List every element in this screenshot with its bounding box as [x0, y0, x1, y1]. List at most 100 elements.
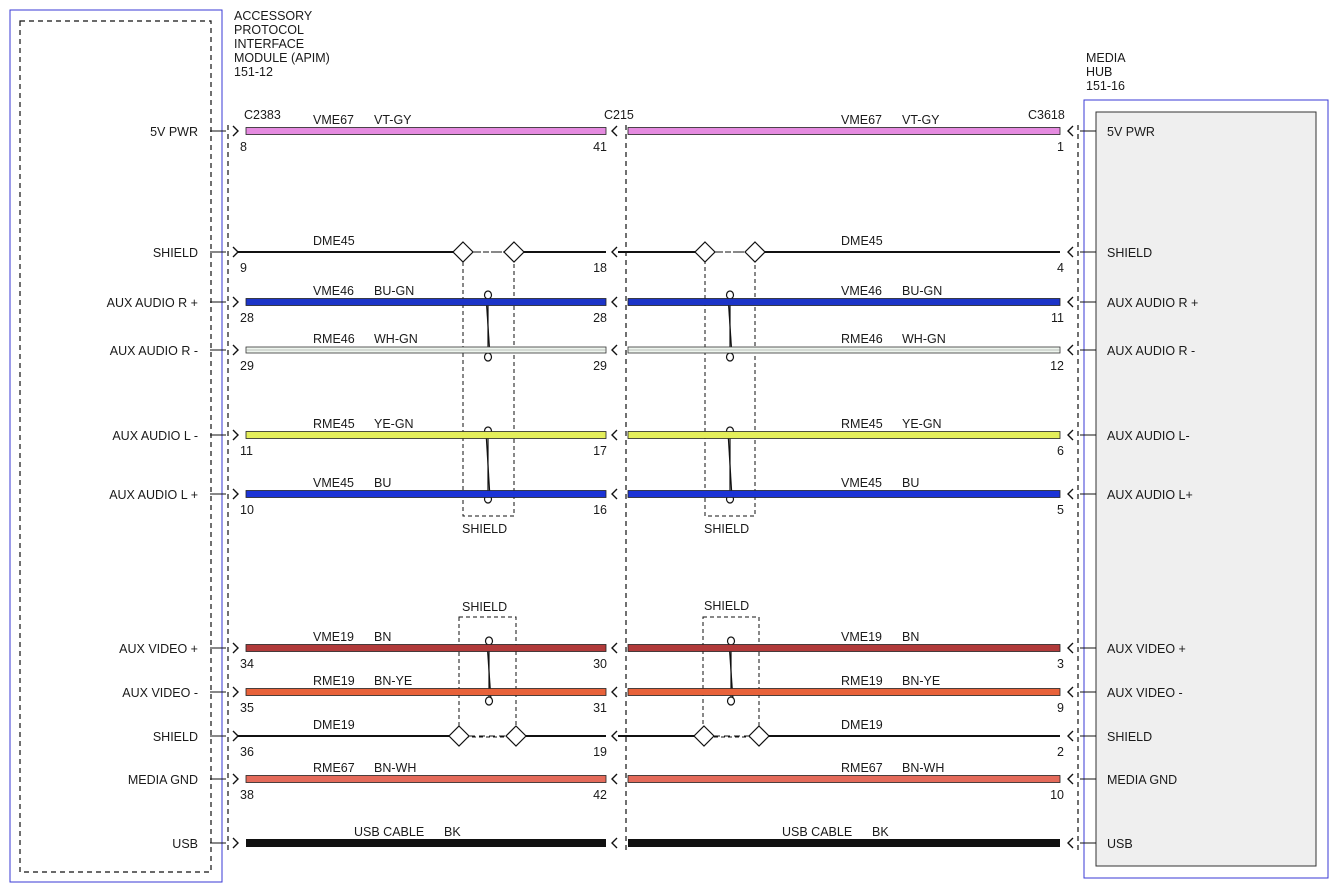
pin-arrow-right	[1067, 686, 1074, 698]
circuit-label-right: VME45	[841, 476, 882, 490]
wire-color-label-right: BU-GN	[902, 284, 942, 298]
pin-number-mid: 41	[593, 140, 607, 154]
pin-label-left: AUX AUDIO L +	[109, 488, 198, 502]
circuit-label-left: RME19	[313, 674, 355, 688]
apim-module-title: ACCESSORY PROTOCOL INTERFACE MODULE (API…	[234, 9, 330, 79]
pin-number-left: 35	[240, 701, 254, 715]
pin-arrow-mid	[611, 429, 618, 441]
pin-number-left: 34	[240, 657, 254, 671]
pin-label-left: MEDIA GND	[128, 773, 198, 787]
shield-label-video-right: SHIELD	[704, 599, 749, 613]
shield-box-video-left	[458, 616, 517, 738]
pin-number-left: 11	[240, 444, 253, 458]
pin-arrow-mid	[611, 296, 618, 308]
apim-title-line-5: 151-12	[234, 65, 273, 79]
circuit-label-left: USB CABLE	[354, 825, 424, 839]
wire-segment-left	[245, 127, 607, 135]
pin-number-mid: 31	[593, 701, 607, 715]
pin-arrow-left	[232, 246, 239, 258]
pin-label-right: AUX VIDEO -	[1107, 686, 1183, 700]
circuit-label-left: VME19	[313, 630, 354, 644]
wire-color-label-right: BK	[872, 825, 889, 839]
apim-module-inner	[19, 20, 212, 873]
apim-title-line-1: ACCESSORY	[234, 9, 313, 23]
pin-number-right: 3	[1057, 657, 1064, 671]
pin-arrow-mid	[611, 642, 618, 654]
wire-color-label-left: BK	[444, 825, 461, 839]
wire-color-label-right: BN-YE	[902, 674, 940, 688]
circuit-label-left: VME67	[313, 113, 354, 127]
wire-segment-left	[245, 688, 607, 696]
pin-arrow-left	[232, 837, 239, 849]
wire-segment-left	[245, 775, 607, 783]
pin-number-mid: 16	[593, 503, 607, 517]
pin-number-left: 9	[240, 261, 247, 275]
wire-segment-left	[245, 644, 607, 652]
pin-arrow-right	[1067, 730, 1074, 742]
pin-arrow-mid	[611, 488, 618, 500]
media-hub-title-line-2: HUB	[1086, 65, 1112, 79]
pin-number-mid: 19	[593, 745, 607, 759]
media-hub-title-line-3: 151-16	[1086, 79, 1125, 93]
pin-number-mid: 29	[593, 359, 607, 373]
shield-splice-diamond	[748, 725, 770, 747]
pin-arrow-right	[1067, 296, 1074, 308]
pin-label-left: USB	[172, 837, 198, 851]
pin-label-right: SHIELD	[1107, 246, 1152, 260]
wire-segment-right	[627, 688, 1061, 696]
pin-label-left: AUX AUDIO R -	[110, 344, 198, 358]
circuit-label-right: VME19	[841, 630, 882, 644]
pin-number-right: 9	[1057, 701, 1064, 715]
circuit-label-right: RME46	[841, 332, 883, 346]
pin-label-right: AUX AUDIO R -	[1107, 344, 1195, 358]
pin-arrow-mid	[611, 125, 618, 137]
circuit-label-right: VME46	[841, 284, 882, 298]
apim-module-outline	[9, 9, 223, 883]
wire-segment-left	[245, 298, 607, 306]
apim-title-line-4: MODULE (APIM)	[234, 51, 330, 65]
shield-splice-diamond	[448, 725, 470, 747]
pin-arrow-mid	[611, 686, 618, 698]
shield-label-audio-left: SHIELD	[462, 522, 507, 536]
media-hub-title: MEDIA HUB 151-16	[1086, 51, 1126, 93]
pin-label-right: AUX AUDIO R +	[1107, 296, 1198, 310]
circuit-label-left: DME19	[313, 718, 355, 732]
pin-number-left: 10	[240, 503, 254, 517]
circuit-label-right: RME45	[841, 417, 883, 431]
pin-arrow-right	[1067, 344, 1074, 356]
circuit-label-left: RME45	[313, 417, 355, 431]
shield-splice-diamond	[744, 241, 766, 263]
wire-color-label-left: BN-WH	[374, 761, 416, 775]
circuit-label-left: DME45	[313, 234, 355, 248]
pin-number-right: 2	[1057, 745, 1064, 759]
shield-box-video-right	[702, 616, 760, 738]
twist-marker-audio-r-left	[483, 290, 493, 362]
pin-arrow-mid	[611, 837, 618, 849]
pin-arrow-right	[1067, 125, 1074, 137]
wire-segment-right	[627, 127, 1061, 135]
wire-color-label-right: VT-GY	[902, 113, 940, 127]
wire-color-label-left: BN-YE	[374, 674, 412, 688]
wire-color-label-left: WH-GN	[374, 332, 418, 346]
wire-segment-left	[245, 431, 607, 439]
pin-number-left: 28	[240, 311, 254, 325]
pin-label-right: 5V PWR	[1107, 125, 1155, 139]
apim-title-line-3: INTERFACE	[234, 37, 304, 51]
pin-label-left: AUX VIDEO -	[122, 686, 198, 700]
wire-color-label-right: WH-GN	[902, 332, 946, 346]
shield-splice-diamond	[452, 241, 474, 263]
wire-segment-right	[627, 431, 1061, 439]
pin-number-left: 36	[240, 745, 254, 759]
pin-number-mid: 18	[593, 261, 607, 275]
pin-arrow-left	[232, 488, 239, 500]
pin-arrow-left	[232, 773, 239, 785]
pin-arrow-mid	[611, 344, 618, 356]
shield-box-audio-left	[462, 251, 515, 517]
pin-label-right: AUX AUDIO L-	[1107, 429, 1190, 443]
pin-number-right: 1	[1057, 140, 1064, 154]
circuit-label-left: RME46	[313, 332, 355, 346]
shield-label-audio-right: SHIELD	[704, 522, 749, 536]
circuit-label-left: VME45	[313, 476, 354, 490]
pin-number-left: 29	[240, 359, 254, 373]
